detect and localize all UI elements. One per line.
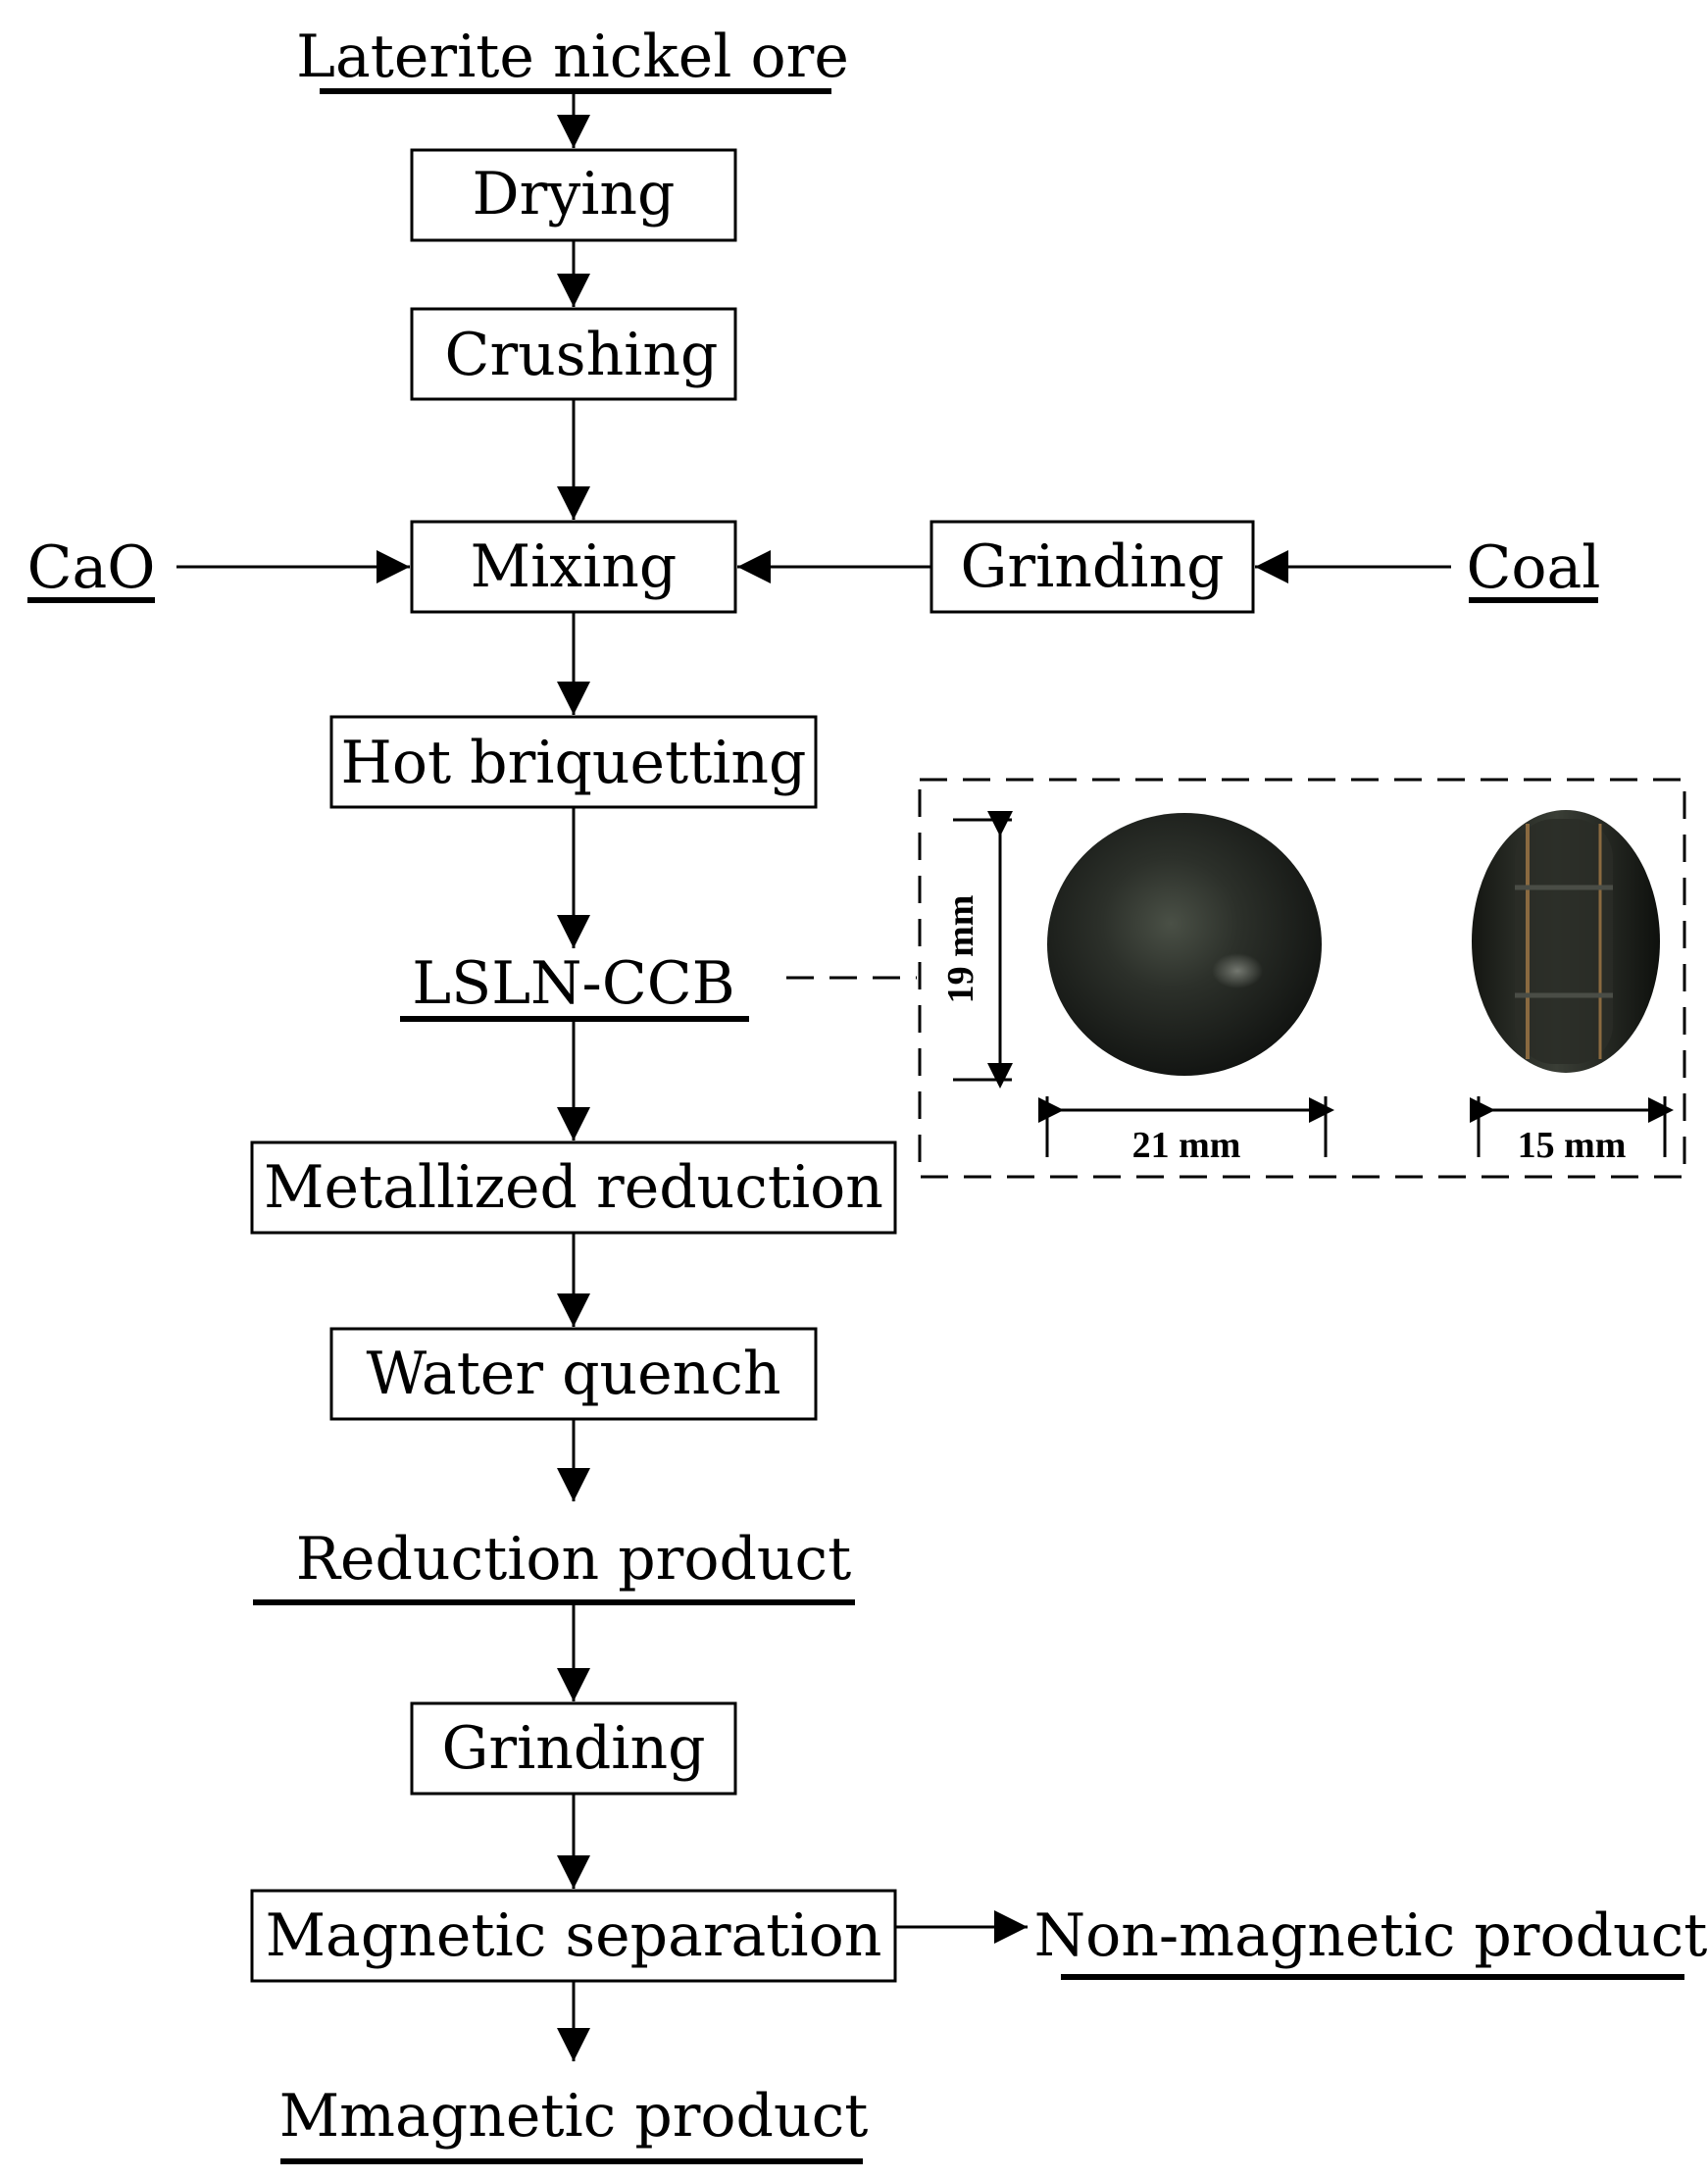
grinding-label: Grinding: [441, 1714, 705, 1783]
magnetic-product-label: Mmagnetic product: [279, 2082, 869, 2151]
reduction-product-node: Reduction product: [253, 1525, 855, 1605]
water-quench-node: Water quench: [329, 1327, 818, 1421]
lsln-ccb-label: LSLN-CCB: [412, 949, 734, 1018]
non-magnetic-product-label: Non-magnetic product: [1034, 1901, 1708, 1970]
crushing-node: Crushing: [410, 307, 737, 401]
dim-side-label: 15 mm: [1518, 1125, 1627, 1166]
dim-height-label: 19 mm: [940, 895, 981, 1004]
briquette-side-ridges: [1515, 885, 1613, 998]
metallized-reduction-label: Metallized reduction: [264, 1153, 883, 1222]
briquette-front-view: [1047, 813, 1322, 1076]
water-quench-box: [329, 1327, 818, 1421]
laterite-nickel-ore-node: Laterite nickel ore: [296, 23, 849, 94]
briquette-side-view: [1472, 810, 1660, 1073]
coal-node: Coal: [1467, 533, 1601, 603]
hot-briquetting-label: Hot briquetting: [341, 729, 807, 797]
flow-arrows: [176, 93, 1451, 2061]
dim-front-label: 21 mm: [1132, 1125, 1241, 1166]
grinding-node: Grinding: [410, 1701, 737, 1796]
lsln-ccb-node: LSLN-CCB: [400, 949, 749, 1022]
reduction-product-label: Reduction product: [296, 1525, 851, 1594]
crushing-box: [410, 307, 737, 401]
drying-node: Drying: [410, 148, 737, 242]
crushing-label: Crushing: [445, 321, 719, 389]
mixing-label: Mixing: [471, 532, 678, 601]
grinding-box: [410, 1701, 737, 1796]
grinding-coal-node: Grinding: [929, 520, 1255, 614]
laterite-nickel-ore-label: Laterite nickel ore: [296, 23, 849, 91]
magnetic-separation-label: Magnetic separation: [266, 1901, 882, 1970]
dimension-side-width: 15 mm: [1470, 1096, 1674, 1166]
magnetic-separation-node: Magnetic separation: [250, 1889, 897, 1983]
cao-label: CaO: [27, 533, 156, 602]
mixing-node: Mixing: [410, 520, 737, 614]
cao-node: CaO: [27, 533, 156, 603]
briquette-photo: 19 mm 21 mm 15 mm: [940, 810, 1674, 1166]
magnetic-separation-box: [250, 1889, 897, 1983]
briquette-highlight: [1212, 953, 1263, 988]
metallized-reduction-box: [250, 1140, 897, 1235]
lsln-ccb-callout: [786, 778, 1686, 1179]
briquette-front-ball: [1047, 813, 1322, 1076]
hot-briquetting-node: Hot briquetting: [329, 715, 818, 809]
photo-dashed-frame: [918, 778, 1686, 1179]
non-magnetic-product-node: Non-magnetic product: [1034, 1901, 1708, 1980]
metallized-reduction-node: Metallized reduction: [250, 1140, 897, 1235]
drying-label: Drying: [473, 160, 676, 228]
dimension-height: 19 mm: [940, 811, 1013, 1089]
briquette-side-band: [1515, 819, 1613, 1064]
grinding-coal-label: Grinding: [960, 532, 1224, 601]
mixing-box: [410, 520, 737, 614]
dimension-front-width: 21 mm: [1038, 1096, 1334, 1166]
magnetic-product-node: Mmagnetic product: [279, 2082, 869, 2164]
coal-label: Coal: [1467, 533, 1601, 602]
water-quench-label: Water quench: [366, 1340, 780, 1408]
